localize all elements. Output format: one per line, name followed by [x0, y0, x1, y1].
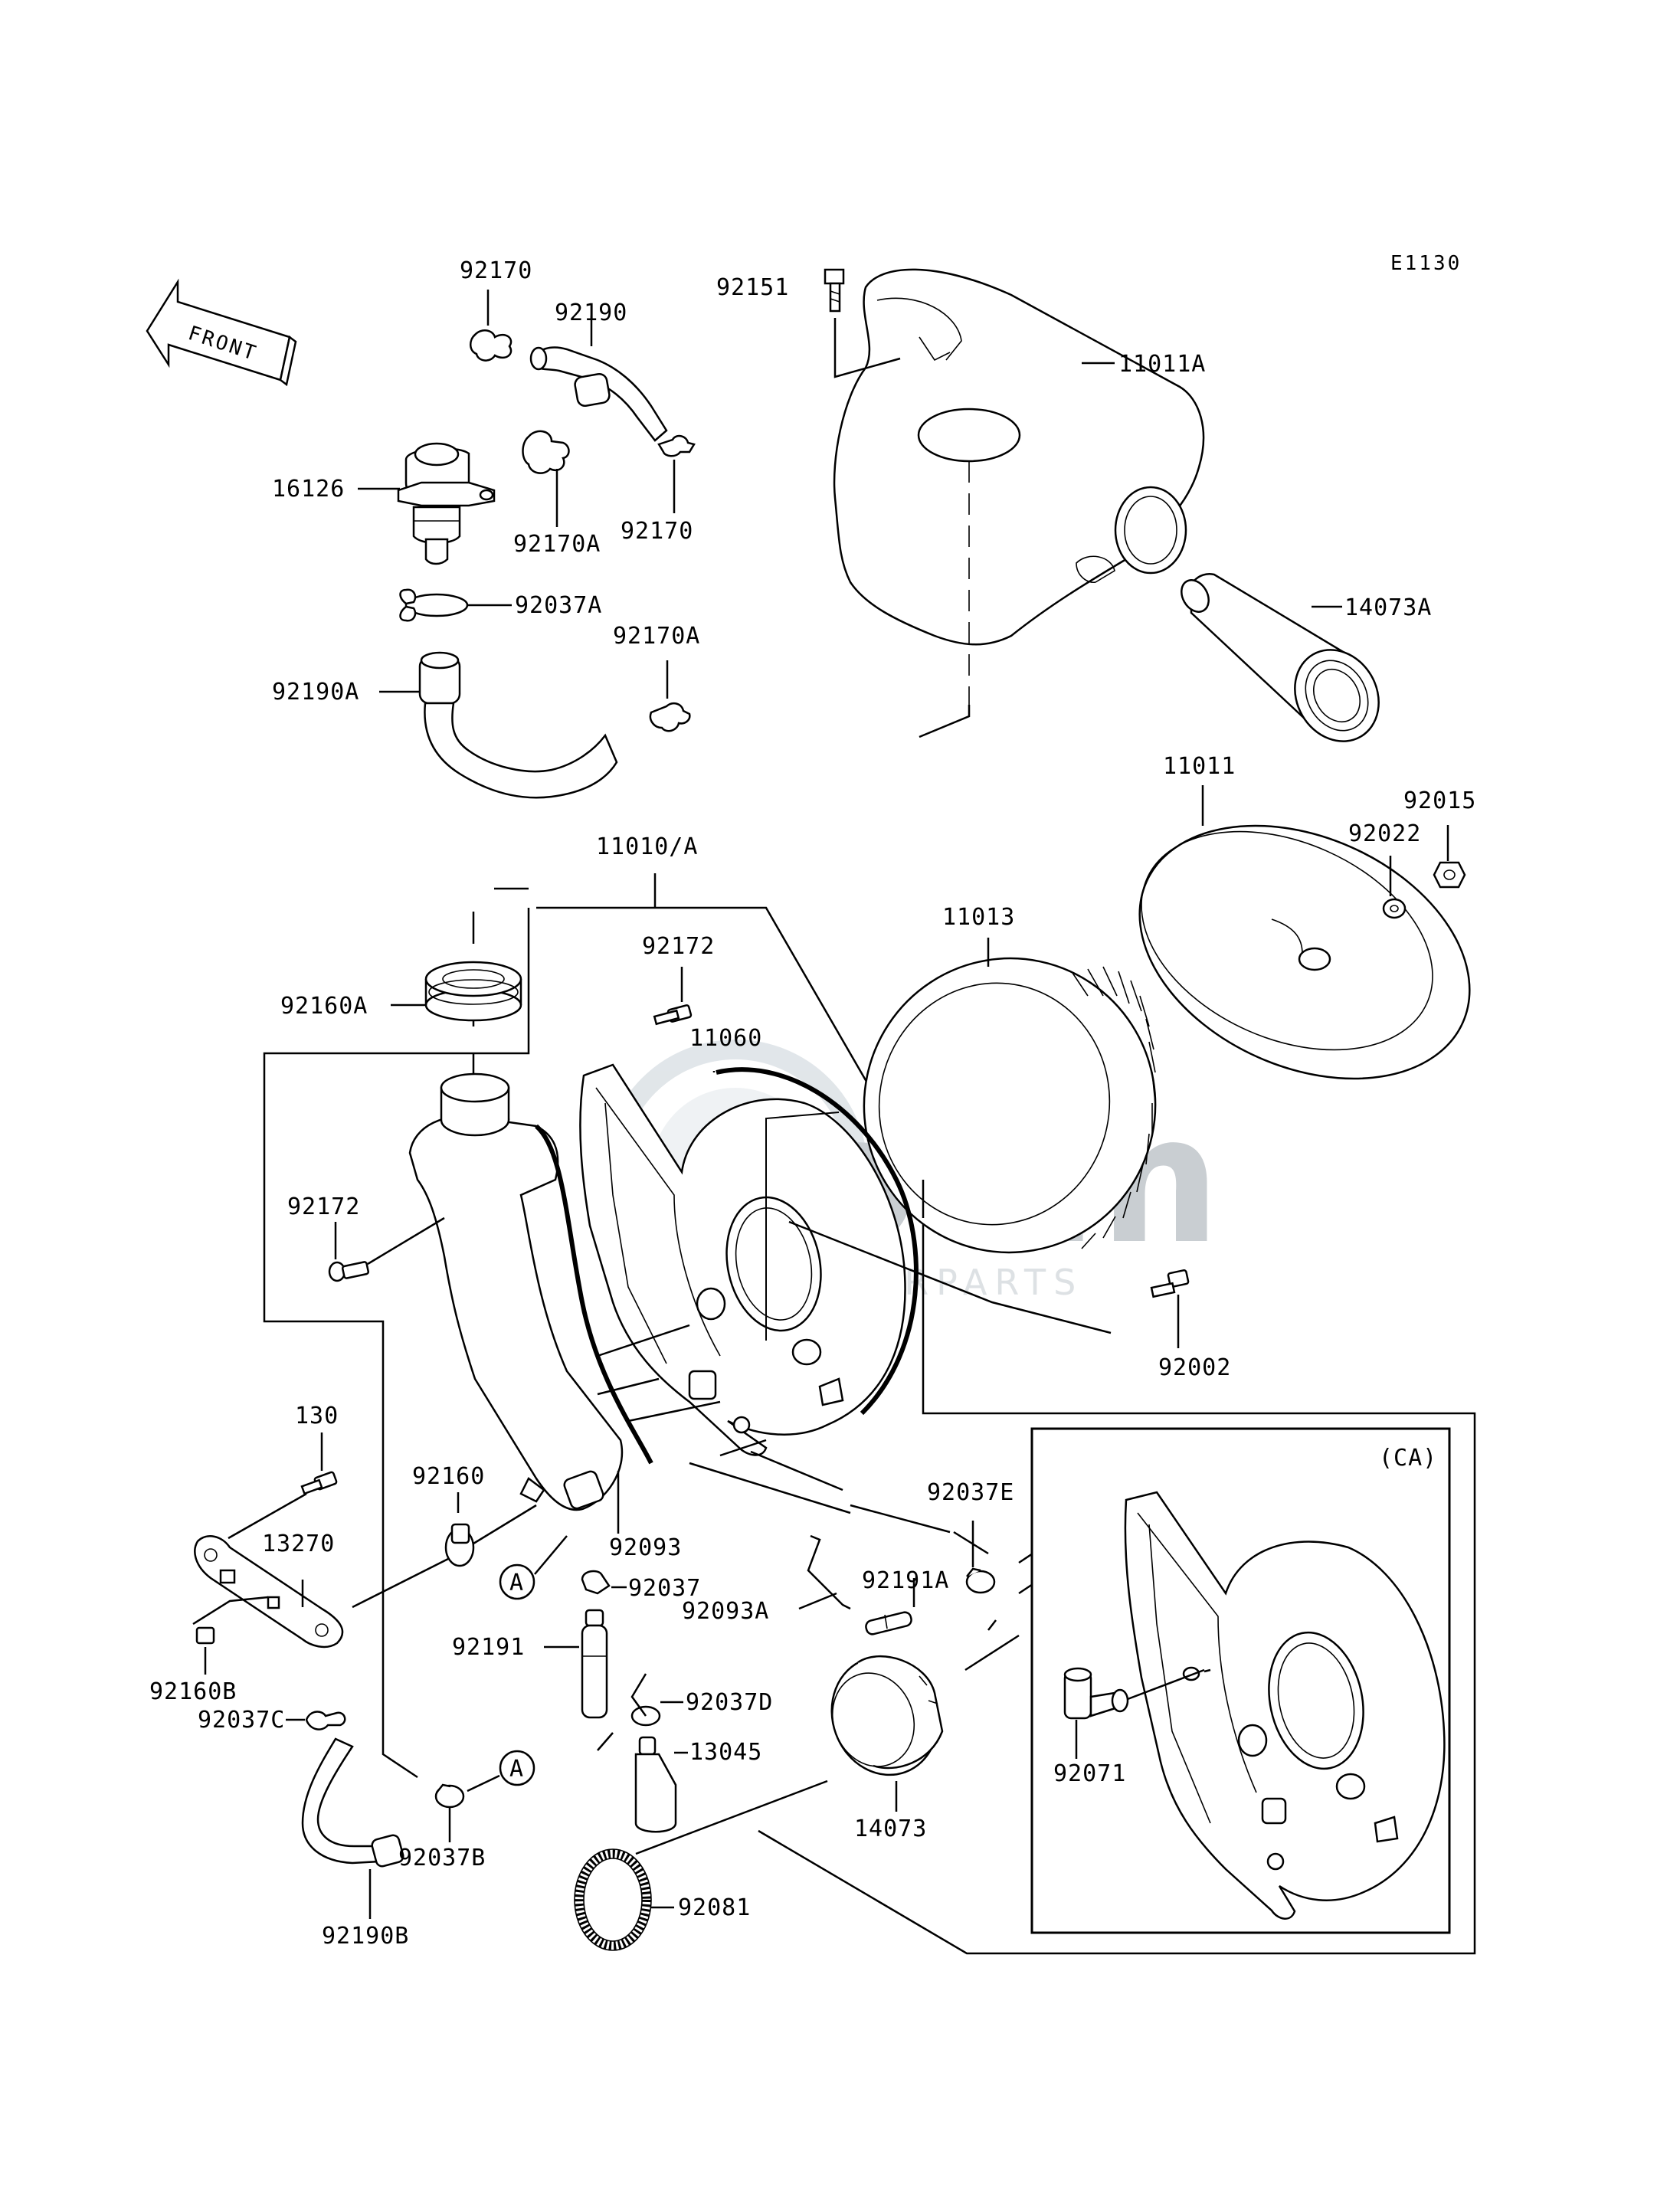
label-92093A[interactable]: 92093A [682, 1598, 769, 1625]
callout-a-2: A [467, 1750, 535, 1793]
label-92172-left[interactable]: 92172 [287, 1193, 360, 1220]
label-92151[interactable]: 92151 [716, 274, 789, 301]
cap-13045[interactable] [634, 1736, 688, 1833]
label-92093[interactable]: 92093 [609, 1534, 682, 1561]
ca-inset[interactable]: (CA) [1030, 1427, 1451, 1934]
nut-92160B[interactable] [195, 1626, 215, 1675]
part-labels: 92170 92190 16126 92170A 92170 92037A 92… [149, 257, 1476, 1950]
label-92037D[interactable]: 92037D [686, 1689, 773, 1716]
label-14073A[interactable]: 14073A [1344, 594, 1432, 621]
hose-92190[interactable] [529, 316, 668, 442]
leader-92191-lower [597, 1732, 614, 1751]
label-92037C[interactable]: 92037C [198, 1707, 285, 1734]
label-92170A-mid[interactable]: 92170A [613, 623, 700, 650]
rod-92093A[interactable] [798, 1534, 851, 1610]
label-92170-top[interactable]: 92170 [460, 257, 532, 284]
label-13045[interactable]: 13045 [689, 1739, 762, 1766]
label-11060[interactable]: 11060 [689, 1025, 762, 1052]
duct-14073A[interactable] [1176, 572, 1395, 756]
label-92190[interactable]: 92190 [555, 300, 627, 326]
air-cleaner-cap-11011[interactable] [1100, 777, 1510, 1128]
label-13270[interactable]: 13270 [262, 1531, 335, 1557]
label-92037E[interactable]: 92037E [927, 1479, 1014, 1506]
label-92160A[interactable]: 92160A [280, 993, 368, 1020]
clamp-92037D[interactable] [630, 1673, 683, 1727]
gasket-11060[interactable] [716, 1067, 919, 1416]
label-92071[interactable]: 92071 [1053, 1760, 1126, 1787]
front-arrow-icon: FRONT [146, 278, 297, 387]
label-92002[interactable]: 92002 [1158, 1354, 1231, 1381]
grommet-92160[interactable] [444, 1492, 537, 1567]
clip-92037C[interactable] [286, 1711, 346, 1730]
label-92037[interactable]: 92037 [628, 1575, 701, 1602]
label-92015[interactable]: 92015 [1403, 787, 1476, 814]
callout-a-1: A [499, 1535, 568, 1600]
diagram-code: E1130 [1390, 252, 1462, 275]
svg-text:A: A [509, 1570, 524, 1596]
label-92190B[interactable]: 92190B [322, 1923, 409, 1950]
label-92190A[interactable]: 92190A [272, 679, 359, 706]
bracket-13270[interactable] [192, 1535, 449, 1649]
label-14073[interactable]: 14073 [854, 1816, 927, 1842]
clip-92170A-mid[interactable] [649, 660, 691, 732]
label-92191[interactable]: 92191 [452, 1634, 525, 1661]
label-11010A[interactable]: 11010/A [596, 833, 698, 860]
bolt-92002[interactable] [788, 1220, 1190, 1348]
label-92172-top[interactable]: 92172 [642, 933, 715, 960]
clamp-92037A[interactable] [399, 588, 513, 622]
nut-92015[interactable] [1433, 825, 1466, 889]
label-92037A[interactable]: 92037A [515, 592, 602, 619]
label-92160[interactable]: 92160 [412, 1463, 485, 1490]
label-130[interactable]: 130 [295, 1403, 339, 1429]
cover-14073[interactable] [815, 1642, 954, 1812]
label-11011[interactable]: 11011 [1163, 753, 1236, 780]
clamp-ring-92081[interactable] [574, 1780, 828, 1951]
bolt-92151[interactable] [824, 268, 901, 378]
guide-lines [597, 1324, 1043, 1671]
label-11011A[interactable]: 11011A [1118, 351, 1206, 378]
clamp-92037[interactable] [581, 1570, 627, 1595]
svg-text:A: A [509, 1756, 524, 1783]
label-92037B[interactable]: 92037B [398, 1845, 486, 1871]
leader-11011A-lower [919, 705, 971, 738]
elbow-92071[interactable] [1063, 1667, 1205, 1759]
ca-label: (CA) [1379, 1445, 1437, 1472]
air-cleaner-cover-11011A[interactable] [833, 268, 1205, 716]
fitting-92191A[interactable] [865, 1578, 915, 1635]
label-92081[interactable]: 92081 [678, 1894, 751, 1921]
air-cleaner-base-11010A[interactable] [579, 1063, 906, 1456]
label-92191A[interactable]: 92191A [862, 1567, 949, 1594]
bolt-92172-top[interactable] [653, 967, 693, 1026]
label-92160B[interactable]: 92160B [149, 1678, 237, 1705]
grommet-92160A[interactable] [424, 961, 522, 1022]
clamp-92037B[interactable] [434, 1783, 465, 1842]
label-92022[interactable]: 92022 [1348, 820, 1421, 847]
clip-92170A-left[interactable] [522, 430, 570, 527]
hose-92190B[interactable] [301, 1737, 404, 1919]
bolt-92172-left[interactable] [328, 1216, 445, 1282]
clip-92170-top[interactable] [470, 290, 513, 362]
clamp-92037E[interactable] [965, 1521, 996, 1594]
hose-92190A[interactable] [379, 651, 618, 799]
bolt-130[interactable] [228, 1432, 338, 1540]
label-11013[interactable]: 11013 [942, 904, 1015, 931]
label-16126[interactable]: 16126 [272, 476, 345, 503]
clip-92170-right[interactable] [657, 434, 696, 513]
air-filter-element-11013[interactable] [837, 932, 1183, 1280]
intake-duct[interactable] [408, 1072, 653, 1511]
washer-92022[interactable] [1382, 856, 1407, 919]
hose-92191[interactable] [544, 1609, 608, 1719]
label-92170A-left[interactable]: 92170A [513, 531, 601, 558]
valve-16126[interactable] [358, 442, 496, 565]
label-92170-right[interactable]: 92170 [621, 518, 693, 545]
